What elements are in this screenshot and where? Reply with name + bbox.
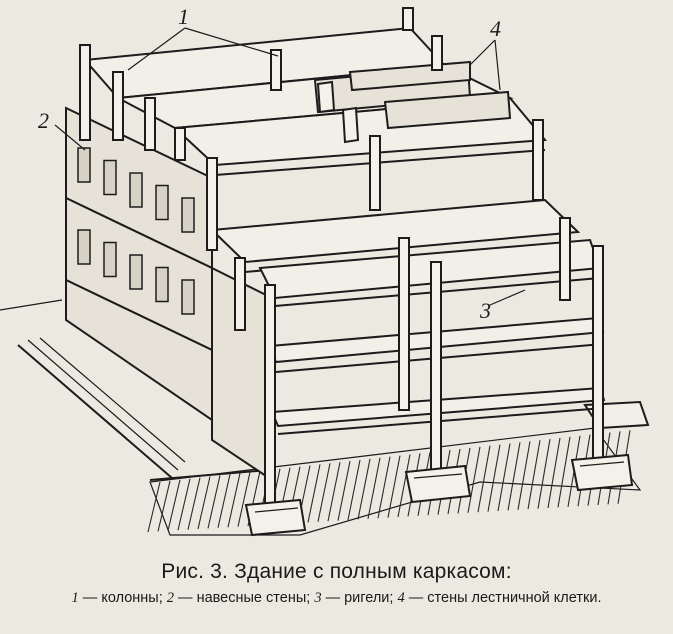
column [234,257,246,331]
hatch-line [227,473,241,528]
hatch-line [387,455,401,518]
hatch-line [187,477,201,530]
hatch-line [477,445,491,513]
hatch-line [327,462,341,522]
curtain-wall-panels [65,106,273,482]
column [112,71,124,141]
column [144,97,156,151]
hatch-line [557,436,571,508]
column [430,261,442,481]
hatch-line [367,457,381,519]
column [592,245,604,471]
hatch-line [537,439,551,509]
window [77,147,91,183]
column [532,119,544,201]
hatch-line [517,441,531,510]
callout-curtain-walls: 2 [38,108,49,133]
window [129,172,143,208]
hatch-line [217,474,231,528]
hatch-line [307,464,321,523]
hatch-line [347,459,361,521]
hatch-line [167,479,181,531]
legend-item: 1 — колонны; [71,590,167,606]
hatch-line [177,478,191,531]
stair-walls [313,60,512,144]
window [103,159,117,196]
window [181,197,195,233]
hatch-line [157,480,171,532]
window [181,279,195,315]
figure-caption: Рис. 3. Здание с полным каркасом: 1 — ко… [0,560,673,607]
hatch-line [397,454,411,518]
caption-legend: 1 — колонны; 2 — навесные стены; 3 — риг… [12,590,662,607]
column [369,135,381,211]
hatch-line [377,456,391,519]
column [264,284,276,521]
window [77,229,91,265]
hatch-line [207,475,221,529]
hatch-line [317,463,331,522]
legend-item: 2 — навесные стены; [166,590,315,606]
window [155,184,169,221]
column [79,44,91,141]
legend-item: 3 — ригели; [314,590,398,606]
hatch-line [497,443,511,512]
callout-leaders [54,27,526,306]
legend-item: 4 — стены лестничной клетки. [397,590,602,606]
hatch-line [357,458,371,520]
hatch-line [237,471,251,527]
column [559,217,571,301]
caption-title: Рис. 3. Здание с полным каркасом: [161,560,512,583]
hatch-line [527,440,541,510]
hatch-line [467,446,481,513]
hatch-line [507,442,521,511]
hatch-line [147,481,161,533]
window [103,241,117,278]
hatch-line [547,437,561,509]
column [206,157,218,251]
hatch-line [197,476,211,530]
column [174,127,186,161]
window [129,254,143,290]
column [431,35,443,71]
hatch-line [337,460,351,521]
column [270,49,282,91]
column [402,7,414,31]
column [398,237,410,411]
callout-girders: 3 [479,298,491,323]
foundation-blocks [244,453,634,537]
callout-columns: 1 [178,4,189,29]
hatch-line [487,444,501,512]
callout-stair-walls: 4 [490,16,501,41]
building-frame-illustration: 1 2 3 4 [0,4,650,537]
window [155,266,169,303]
